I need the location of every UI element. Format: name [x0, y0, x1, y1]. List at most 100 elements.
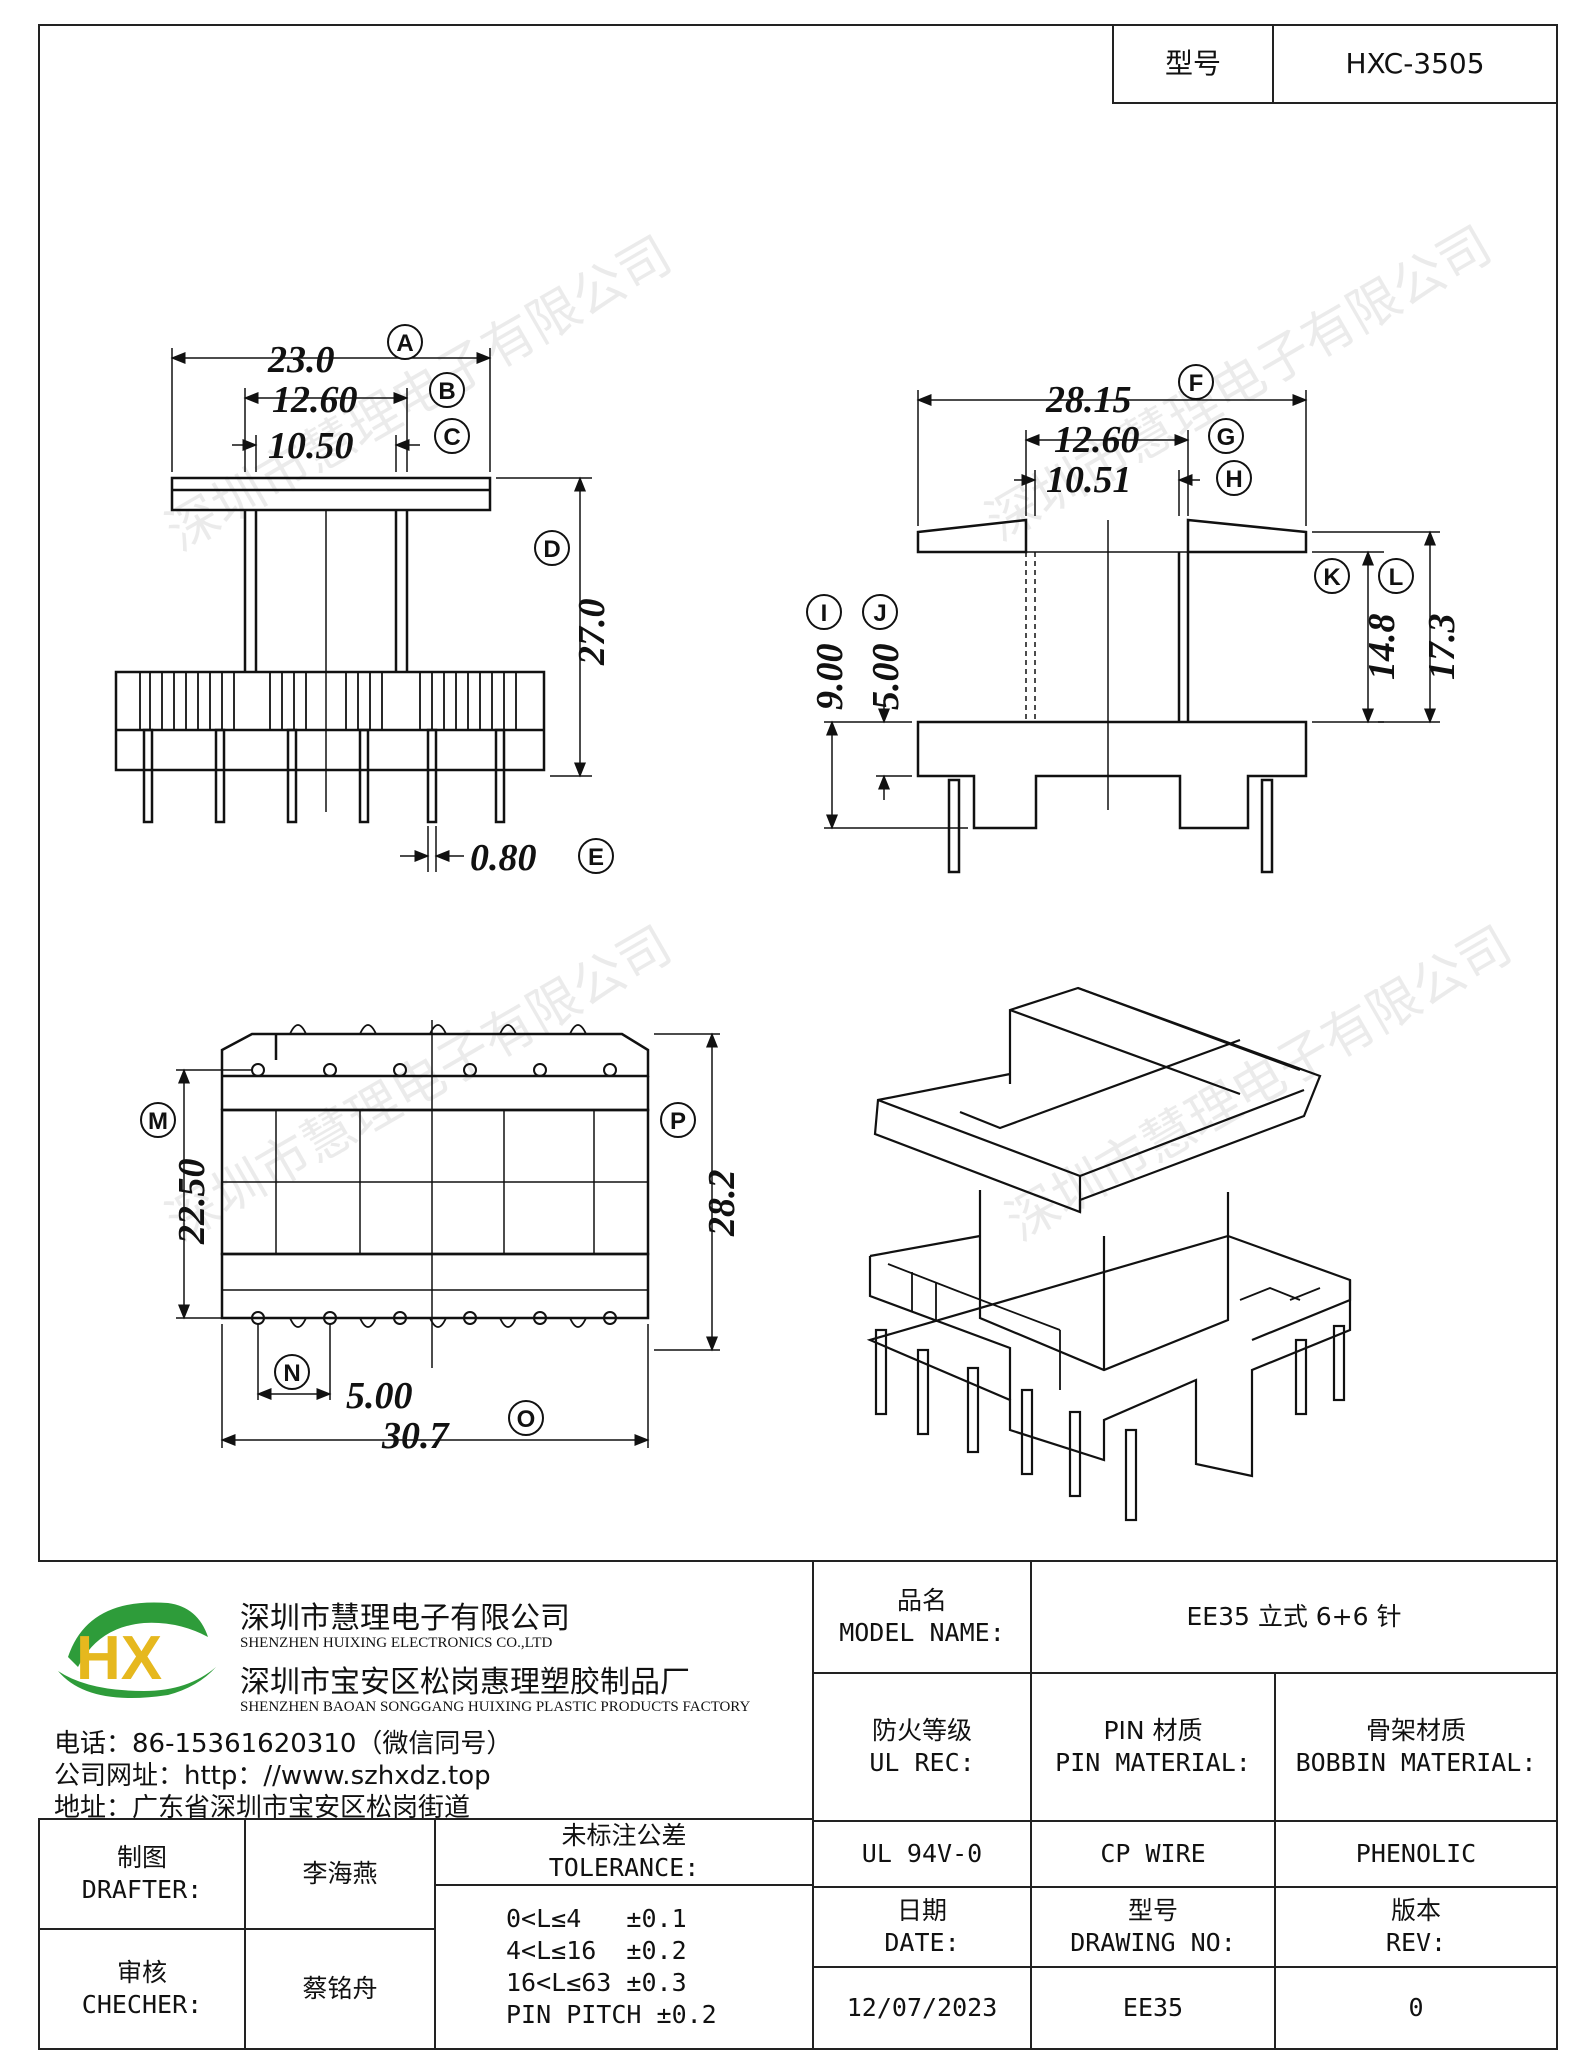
tolerance-values-cell: 0<L≤4 ±0.1 4<L≤16 ±0.2 16<L≤63 ±0.3 PIN …	[434, 1884, 814, 2050]
rev-value-cell: 0	[1274, 1966, 1558, 2050]
bobbin-material-cn: 骨架材质	[1365, 1716, 1466, 1745]
side-flange-right	[1186, 518, 1308, 554]
dim-i-tag: I	[821, 600, 828, 627]
dim-f-value: 28.15	[1045, 379, 1132, 421]
dim-m-tag: M	[148, 1108, 168, 1135]
dim-e-value: 0.80	[470, 837, 537, 879]
dim-a-tag: A	[396, 330, 413, 357]
pin-material-cn: PIN 材质	[1103, 1716, 1203, 1745]
model-name-en: MODEL NAME:	[839, 1618, 1005, 1647]
checker-cn: 审核	[116, 1958, 167, 1987]
pin	[1068, 1410, 1082, 1498]
bobbin-material-value-cell: PHENOLIC	[1274, 1820, 1558, 1888]
dim-f-tag: F	[1189, 370, 1204, 397]
front-base	[114, 670, 546, 772]
company-website: 公司网址：http：//www.szhxdz.top	[54, 1761, 491, 1791]
model-value: HXC-3505	[1345, 47, 1485, 80]
dim-b-value: 12.60	[272, 379, 358, 421]
bobbin-material-value: PHENOLIC	[1355, 1839, 1477, 1868]
pin	[1332, 1324, 1346, 1402]
checker-label-cell: 审核 CHECHER:	[38, 1928, 246, 2050]
pin-material-value: CP WIRE	[1100, 1839, 1206, 1868]
model-value-cell: HXC-3505	[1272, 24, 1558, 104]
technical-drawing: 23.0 A 12.60 B 10.50 C D 27.0 0.80 E 28.…	[114, 324, 1463, 1522]
bobbin-material-en: BOBBIN MATERIAL:	[1295, 1748, 1537, 1777]
ul-rec-value: UL 94V-0	[861, 1839, 983, 1868]
drawing-no-en: DRAWING NO:	[1070, 1928, 1236, 1957]
pin	[494, 728, 506, 824]
date-en: DATE:	[884, 1928, 960, 1957]
tolerance-line: 4<L≤16 ±0.2	[506, 1936, 687, 1965]
dimension-labels: 23.0 A 12.60 B 10.50 C D 27.0 0.80 E 28.…	[140, 324, 1463, 1457]
bottom-bottom-strip	[220, 1252, 650, 1320]
model-name-value-cell: EE35 立式 6+6 针	[1030, 1560, 1558, 1674]
company-name-cn-2: 深圳市宝安区松岗惠理塑胶制品厂	[240, 1665, 690, 1700]
dim-p-value: 28.2	[701, 1170, 743, 1238]
side-base	[916, 720, 1308, 830]
checker-en: CHECHER:	[81, 1990, 203, 2019]
tolerance-label-cell: 未标注公差 TOLERANCE:	[434, 1818, 814, 1886]
drafter-label-cell: 制图 DRAFTER:	[38, 1818, 246, 1930]
model-label-cell: 型号	[1112, 24, 1274, 104]
model-name-value: EE35 立式 6+6 针	[1186, 1602, 1402, 1631]
side-view	[824, 390, 1440, 874]
dim-m-value: 22.50	[171, 1159, 213, 1246]
pin	[214, 728, 226, 824]
pin	[916, 1348, 930, 1436]
rev-value: 0	[1408, 1993, 1424, 2022]
drawing-no-cn: 型号	[1127, 1896, 1178, 1925]
ul-rec-en: UL REC:	[869, 1748, 975, 1777]
pin	[874, 1328, 888, 1416]
bobbin-material-label-cell: 骨架材质 BOBBIN MATERIAL:	[1274, 1672, 1558, 1822]
logo-text: HX	[76, 1624, 162, 1693]
dim-g-tag: G	[1217, 424, 1236, 451]
dim-n-value: 5.00	[346, 1375, 413, 1417]
dim-e-tag: E	[588, 844, 604, 871]
dim-l-value: 17.3	[1421, 614, 1463, 681]
drawing-no-value: EE35	[1122, 1993, 1184, 2022]
tolerance-line: PIN PITCH ±0.2	[506, 2000, 717, 2029]
drafter-cn: 制图	[116, 1843, 167, 1872]
model-label: 型号	[1164, 47, 1221, 80]
rev-cn: 版本	[1390, 1896, 1441, 1925]
drafter-en: DRAFTER:	[81, 1875, 203, 1904]
dim-c-value: 10.50	[268, 425, 354, 467]
date-value-cell: 12/07/2023	[812, 1966, 1032, 2050]
dim-d-tag: D	[543, 536, 560, 563]
dim-h-tag: H	[1225, 466, 1242, 493]
checker-value-cell: 蔡铭舟	[244, 1928, 436, 2050]
pin	[286, 728, 298, 824]
dim-k-tag: K	[1323, 564, 1341, 591]
date-label-cell: 日期 DATE:	[812, 1886, 1032, 1968]
iso-top-flange	[873, 986, 1322, 1214]
date-cn: 日期	[896, 1896, 947, 1925]
drawing-no-value-cell: EE35	[1030, 1966, 1276, 2050]
tolerance-cn: 未标注公差	[561, 1821, 687, 1850]
dim-n-tag: N	[283, 1360, 300, 1387]
dim-j-tag: J	[873, 600, 886, 627]
pin	[1020, 1388, 1034, 1476]
dim-p-tag: P	[670, 1108, 686, 1135]
side-flange-left	[916, 518, 1028, 554]
front-top-flange	[170, 476, 492, 512]
pin	[966, 1366, 980, 1454]
tolerance-en: TOLERANCE:	[548, 1853, 700, 1882]
isometric-view	[866, 986, 1352, 1522]
dim-g-value: 12.60	[1054, 419, 1140, 461]
dim-o-tag: O	[517, 1406, 536, 1433]
ul-rec-label-cell: 防火等级 UL REC:	[812, 1672, 1032, 1822]
pin	[1260, 778, 1274, 874]
rev-label-cell: 版本 REV:	[1274, 1886, 1558, 1968]
iso-base	[866, 1234, 1352, 1478]
company-info: HX 深圳市慧理电子有限公司 SHENZHEN HUIXING ELECTRON…	[40, 1565, 810, 1825]
bottom-view	[176, 1020, 720, 1448]
dim-k-value: 14.8	[1361, 614, 1403, 681]
drawing-no-label-cell: 型号 DRAWING NO:	[1030, 1886, 1276, 1968]
ul-rec-value-cell: UL 94V-0	[812, 1820, 1032, 1888]
model-name-label-cell: 品名 MODEL NAME:	[812, 1560, 1032, 1674]
company-name-cn-1: 深圳市慧理电子有限公司	[240, 1601, 570, 1636]
pin	[358, 728, 370, 824]
dim-i-value: 9.00	[809, 644, 851, 711]
dim-b-tag: B	[438, 378, 455, 405]
pin	[426, 728, 438, 824]
